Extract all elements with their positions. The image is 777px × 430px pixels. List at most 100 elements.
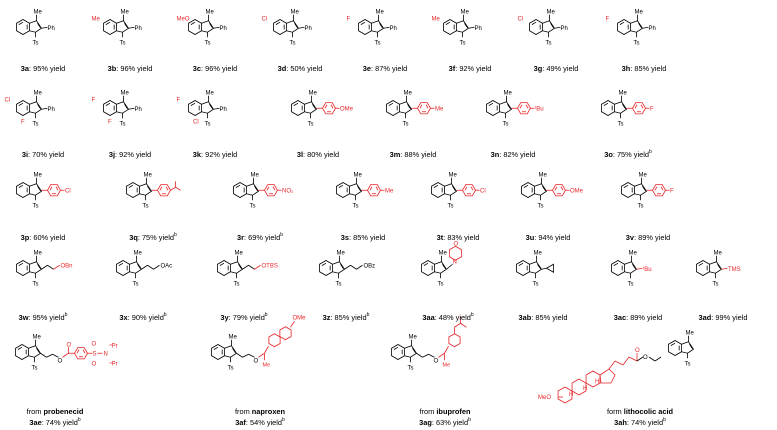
double-bond [124, 23, 128, 28]
double-bond [442, 264, 446, 269]
footnote-marker: b [649, 149, 652, 155]
tosyl-label: Ts [119, 40, 125, 46]
compound-label-3a: 3a: 95% yield [21, 64, 65, 73]
double-bond [407, 104, 411, 109]
methyl-label: Me [133, 250, 142, 256]
substituent-bond [721, 267, 728, 270]
aryl-substituent: ᵗBu [535, 105, 544, 112]
aromatic-bond [118, 262, 124, 266]
chain-substituent: OTBS [261, 263, 277, 269]
tosyl-label: Ts [459, 40, 465, 46]
methyl-label: Me [33, 9, 42, 15]
compound-label-3x: 3x: 90% yieldb [119, 312, 167, 323]
ring-substituent: Cl [262, 16, 268, 22]
double-bond [294, 23, 298, 28]
phenyl-bond [383, 26, 390, 29]
source-prefix: form [606, 407, 624, 416]
propyl: ⁿPr [109, 360, 117, 367]
ring-substituent: F [92, 97, 96, 103]
tosyl-label: Ts [637, 203, 643, 209]
double-bond [379, 23, 383, 28]
methyl-label: Me [538, 172, 547, 178]
methyl-label: Me [336, 250, 345, 256]
aromatic-bond [369, 186, 373, 191]
linker-bond [236, 352, 243, 358]
aromatic-bond [634, 104, 638, 109]
methyl-label: Me [634, 9, 643, 15]
compound-id: 3o [604, 150, 613, 159]
aromatic-bond [660, 186, 664, 191]
chain-bond [147, 264, 154, 270]
compound-yield: : 75% yield [137, 233, 174, 242]
double-bond [209, 23, 213, 28]
methyl-label: Me [308, 90, 317, 96]
compound-label-3e: 3e: 87% yield [363, 64, 407, 73]
phenyl-label: Ph [219, 107, 226, 113]
tosyl-label: Ts [32, 121, 38, 127]
compound-label-3ab: 3ab: 85% yield [519, 313, 568, 322]
carbonyl-o: O [635, 348, 640, 354]
footnote-marker: b [64, 312, 68, 318]
double-bond [638, 23, 642, 28]
tosyl-label: Ts [233, 281, 239, 287]
aromatic-bond [190, 21, 196, 25]
compound-label-3y: 3y: 79% yieldb [220, 313, 267, 323]
compound-yield: : 88% yield [400, 150, 437, 159]
compound-id: 3ah [614, 418, 627, 427]
aromatic-bond [519, 104, 523, 109]
isobutyl-bond [454, 322, 461, 328]
methyl-label: Me [638, 172, 647, 178]
sulfonyl-o: O [91, 361, 96, 367]
compound-id: 3b [107, 64, 117, 73]
aromatic-bond [654, 186, 658, 191]
compound-yield: : 92% yield [455, 64, 492, 73]
methyl-label: Me [460, 9, 469, 15]
compound-label-3h: 3h: 85% yield [622, 64, 667, 73]
aromatic-bond [360, 21, 366, 25]
tosyl-label: Ts [502, 121, 508, 127]
compound-label-3u: 3u: 94% yield [526, 233, 571, 242]
compound-label-3o: 3o: 75% yieldb [604, 149, 652, 160]
indole-pyrrole-ring [534, 183, 548, 196]
phenyl-ring [652, 184, 666, 197]
tosyl-label: Ts [142, 203, 148, 209]
chain-bond [344, 264, 351, 270]
ring-substituent: Me [92, 16, 101, 22]
compound-id: 3s [340, 233, 350, 242]
aromatic-bond [464, 186, 468, 191]
aromatic-bond [272, 186, 276, 191]
aromatic-bond [670, 342, 676, 346]
compound-yield: : 54% yield [245, 418, 283, 427]
drug-source-2: from ibuprofen [420, 407, 471, 416]
compound-label-3ae: 3ae: 74% yieldb [29, 418, 80, 428]
sulfonamide-n: N [103, 351, 107, 357]
double-bond [717, 264, 721, 269]
ring-substituent: Cl [5, 97, 11, 103]
chain-bond [242, 264, 249, 270]
cyclopropyl-ring [545, 263, 554, 273]
tosyl-label: Ts [32, 40, 38, 46]
methyl-label: Me [234, 250, 243, 256]
compound-label-3q: 3q: 75% yieldb [129, 233, 177, 243]
aromatic-bond [266, 186, 270, 191]
source-prefix: from [419, 407, 437, 416]
indole-pyrrole-ring [499, 101, 513, 114]
double-bond [37, 23, 41, 28]
footnote-marker: b [163, 312, 167, 318]
methyl-label: Me [250, 172, 259, 178]
compound-label-3m: 3m: 88% yield [390, 150, 437, 159]
tosyl-label: Ts [132, 281, 138, 287]
methyl-label: Me [143, 172, 152, 178]
aromatic-bond [393, 346, 399, 350]
tosyl-label: Ts [545, 40, 551, 46]
double-bond [464, 23, 468, 28]
double-bond [507, 104, 511, 109]
compound-id: 3t [436, 233, 444, 242]
side-chain [622, 356, 630, 366]
chain-bond [41, 264, 48, 270]
tosyl-label: Ts [633, 40, 639, 46]
linker-bond [416, 352, 423, 358]
aromatic-bond [213, 346, 219, 350]
aromatic-bond [159, 186, 163, 191]
phenyl-bond [298, 26, 305, 29]
